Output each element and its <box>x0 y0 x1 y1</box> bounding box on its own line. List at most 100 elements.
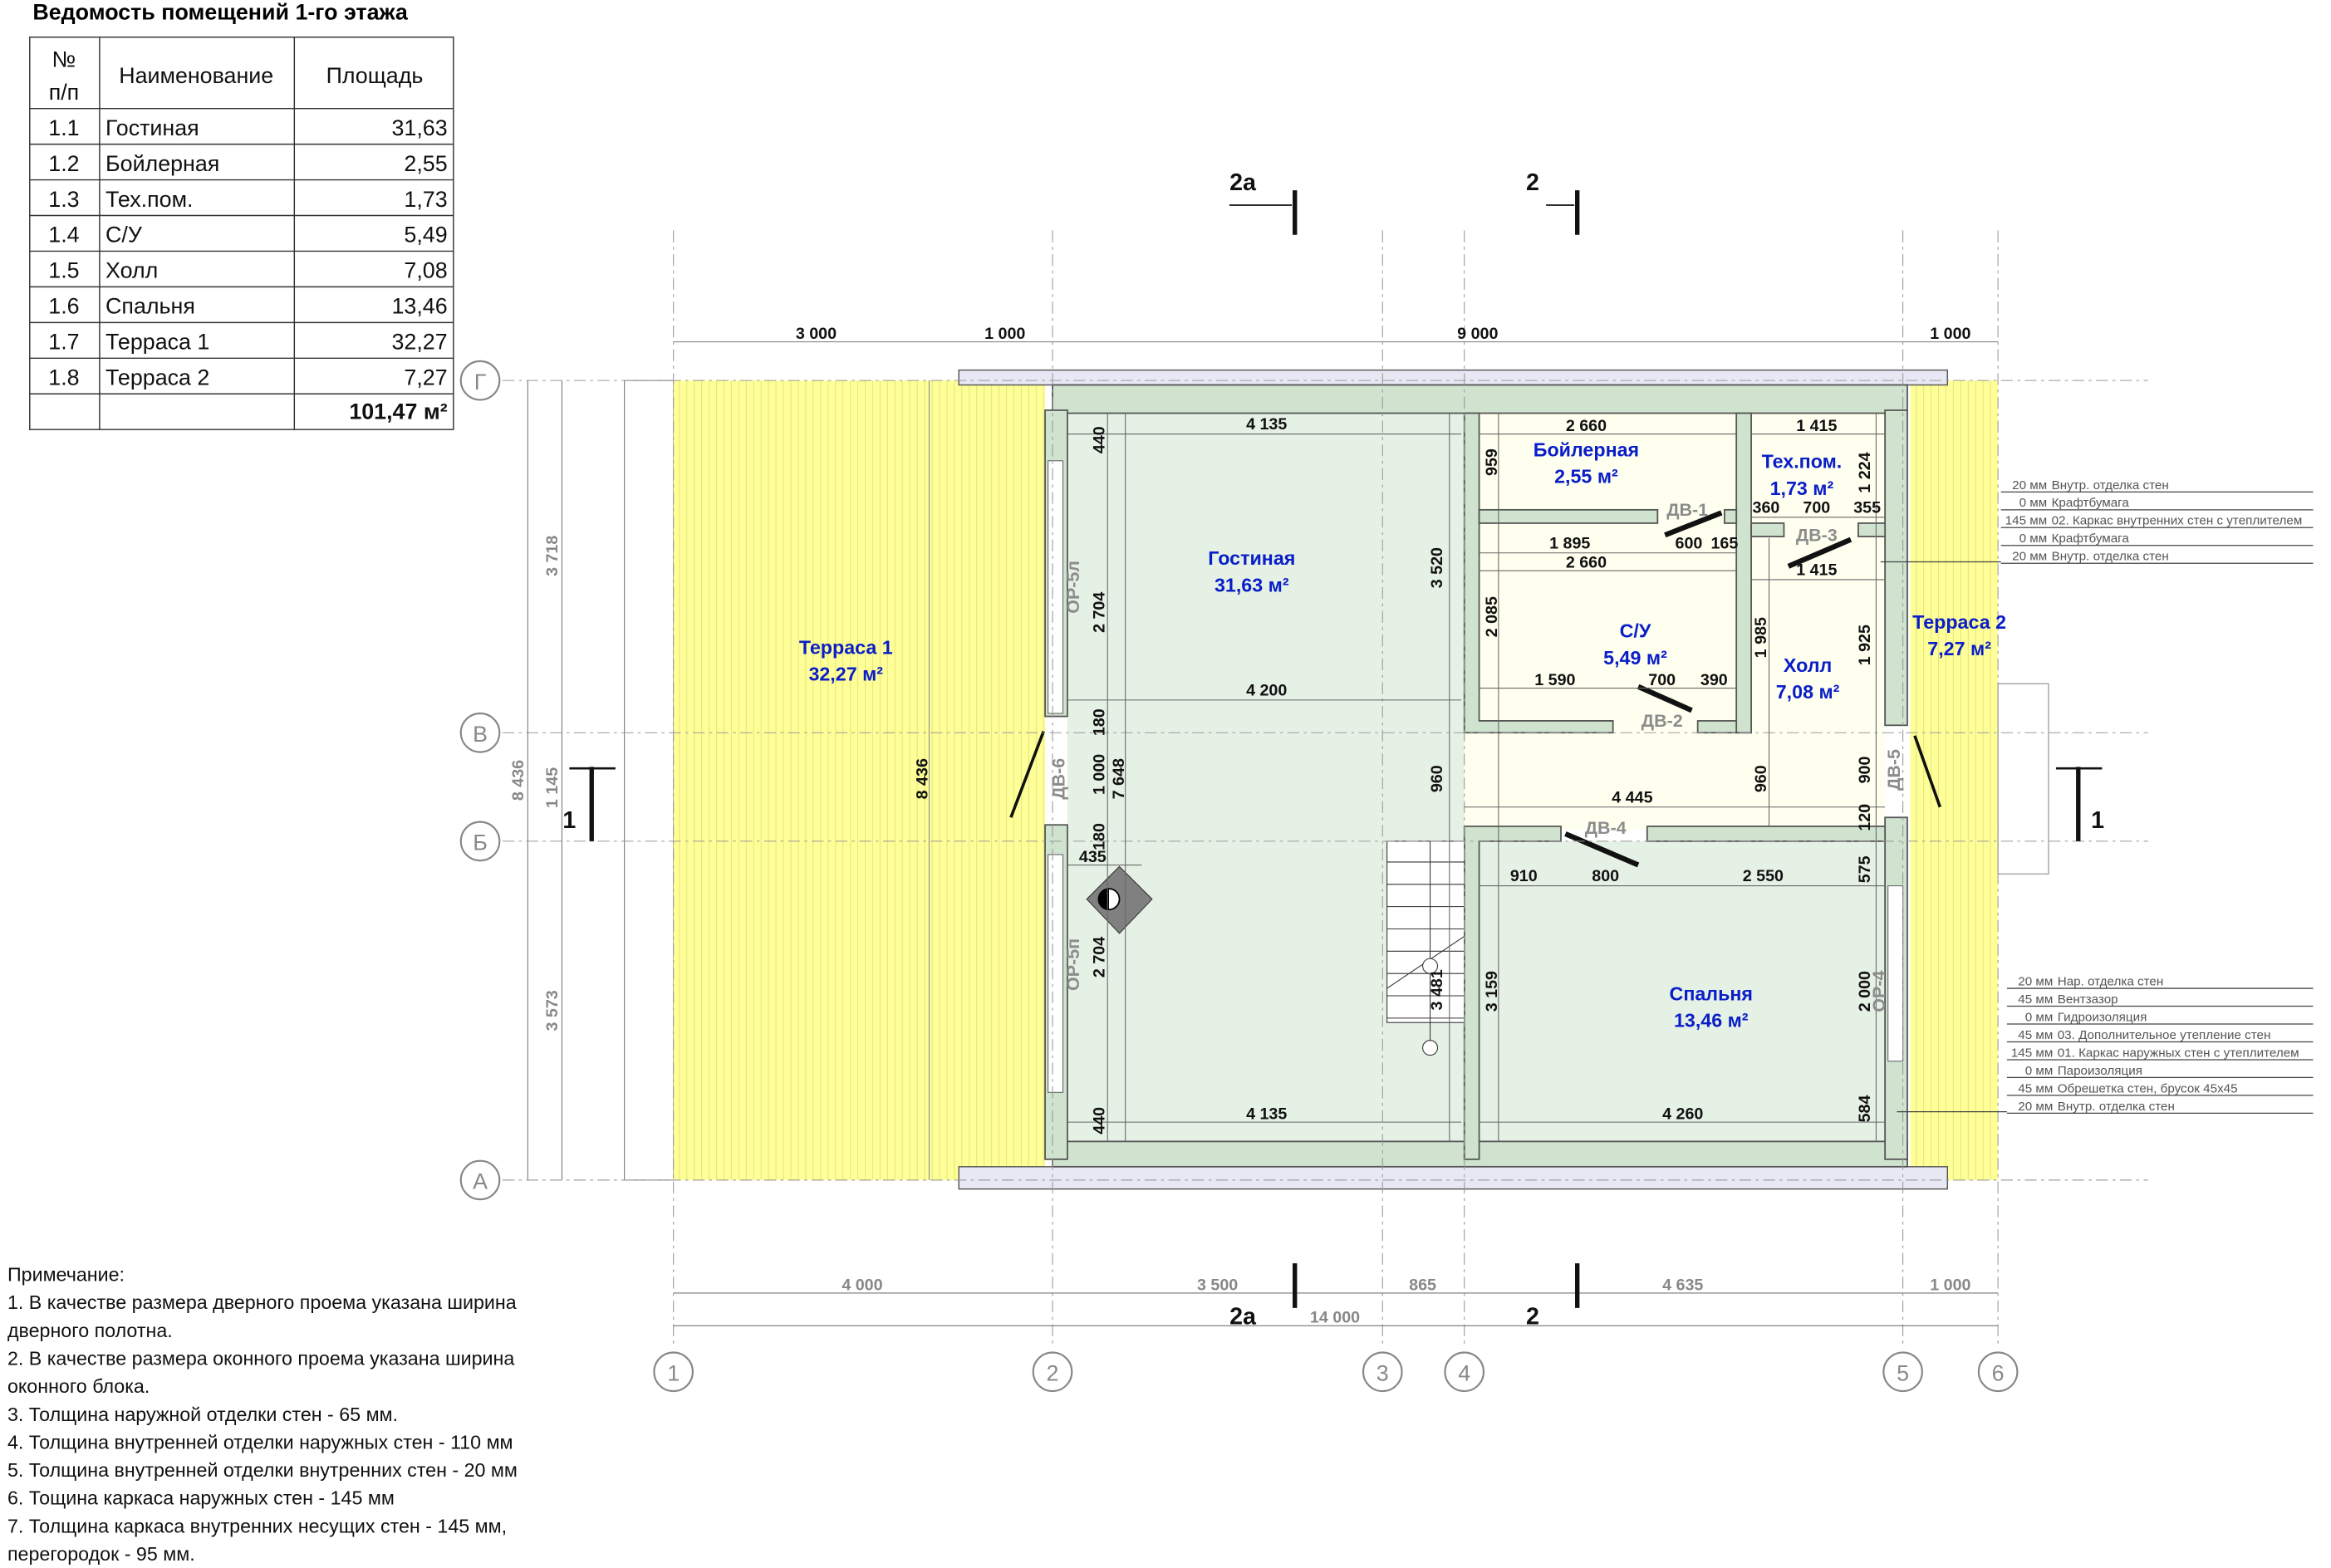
note-line: 6. Тощина каркаса наружных стен - 145 мм <box>7 1487 395 1509</box>
door-swings <box>1009 510 1942 868</box>
axis-marker-6: 6 <box>1977 1351 2019 1393</box>
opening-tag: ДВ-4 <box>1585 818 1627 838</box>
legend-description: Внутр. отделка стен <box>2052 478 2169 492</box>
dim-inner-v: 960 <box>1428 765 1446 792</box>
legend-thickness: 45 мм <box>2018 1028 2053 1042</box>
note-line: 2. В качестве размера оконного проема ук… <box>7 1348 514 1370</box>
dim-bottom-4: 1 000 <box>1930 1276 1970 1294</box>
opening-tag: ДВ-5 <box>1884 749 1904 791</box>
opening-tag: ДВ-1 <box>1666 500 1708 520</box>
row-num: 1.3 <box>48 187 79 212</box>
terrace1-area <box>673 380 1046 1180</box>
dim-inner-h: 390 <box>1700 671 1728 689</box>
schedule-title: Ведомость помещений 1-го этажа <box>32 0 408 24</box>
legend-description: 02. Каркас внутренних стен с утеплителем <box>2052 514 2303 528</box>
row-area: 13,46 <box>392 294 448 319</box>
axis-label: А <box>473 1169 488 1194</box>
legend-description: Крафтбумага <box>2052 496 2130 510</box>
dim-inner-h: 600 <box>1676 534 1703 552</box>
axis-marker-В: В <box>459 712 501 753</box>
legend-thickness: 0 мм <box>2019 496 2048 510</box>
dim-inner-v: 180 <box>1091 823 1109 850</box>
row-num: 1.5 <box>48 258 79 283</box>
dim-inner-v: 440 <box>1091 1107 1109 1134</box>
notes-heading: Примечание: <box>7 1264 125 1286</box>
section-2-top: 2 <box>1526 169 1539 196</box>
section-1-right: 1 <box>2091 807 2104 834</box>
axis-label: 1 <box>667 1361 680 1386</box>
row-num: 1.6 <box>48 294 79 319</box>
row-num: 1.1 <box>48 115 79 140</box>
row-area: 32,27 <box>392 330 448 355</box>
section-2a-top: 2а <box>1229 169 1257 196</box>
legend-description: Нар. отделка стен <box>2058 974 2164 988</box>
row-area: 31,63 <box>392 115 448 140</box>
header-name: Наименование <box>119 63 273 88</box>
legend-thickness: 20 мм <box>2018 974 2053 988</box>
axis-label: 5 <box>1897 1361 1909 1386</box>
axis-label: 3 <box>1377 1361 1389 1386</box>
note-line: 7. Толщина каркаса внутренних несущих ст… <box>7 1515 507 1536</box>
dim-top-2: 9 000 <box>1457 325 1498 343</box>
opening-tag: ДВ-2 <box>1642 711 1683 731</box>
note-line: оконного блока. <box>7 1375 150 1397</box>
dim-inner-v: 3 159 <box>1483 971 1501 1012</box>
legend-thickness: 0 мм <box>2025 1064 2054 1078</box>
room-schedule: Ведомость помещений 1-го этажа № п/п Наи… <box>29 0 454 430</box>
room-bedroom-area: 13,46 м² <box>1674 1010 1749 1031</box>
row-name: Спальня <box>106 294 195 319</box>
dim-inner-v: 1 925 <box>1856 625 1874 665</box>
header-num: № <box>52 47 76 72</box>
legend-description: 01. Каркас наружных стен с утеплителем <box>2058 1046 2299 1060</box>
room-living-name: Гостиная <box>1208 547 1295 569</box>
dim-inner-h: 1 415 <box>1796 561 1837 580</box>
note-line: дверного полотна. <box>7 1320 173 1341</box>
opening-tag: ДВ-6 <box>1048 758 1068 800</box>
dim-inner-v: 900 <box>1856 757 1874 784</box>
row-name: Бойлерная <box>106 151 219 176</box>
room-terrace2-name: Терраса 2 <box>1912 611 2006 633</box>
legend-thickness: 0 мм <box>2019 532 2048 546</box>
row-area: 7,08 <box>404 258 447 283</box>
note-line: 3. Толщина наружной отделки стен - 65 мм… <box>7 1404 398 1425</box>
axis-marker-Г: Г <box>459 360 501 401</box>
room-boiler-area: 2,55 м² <box>1554 466 1618 488</box>
axis-marker-1: 1 <box>653 1351 694 1393</box>
dim-inner-h: 355 <box>1853 498 1881 517</box>
legend-description: Вентзазор <box>2058 992 2118 1007</box>
legend-description: Крафтбумага <box>2052 532 2130 546</box>
legend-description: Гидроизоляция <box>2058 1010 2147 1024</box>
room-terrace2-area: 7,27 м² <box>1927 638 1991 659</box>
dim-inner-h: 700 <box>1648 671 1676 689</box>
dim-inner-v: 120 <box>1856 804 1874 831</box>
note-line: 4. Толщина внутренней отделки наружных с… <box>7 1431 513 1453</box>
opening-tag: ОР-5п <box>1063 938 1083 991</box>
row-name: С/У <box>106 223 143 247</box>
axis-label: 4 <box>1458 1361 1470 1386</box>
dim-inner-h: 4 135 <box>1246 415 1287 434</box>
dim-inner-v: 2 704 <box>1091 937 1109 978</box>
room-bedroom-name: Спальня <box>1670 982 1753 1004</box>
row-num: 1.4 <box>48 223 79 247</box>
dim-inner-v: 1 224 <box>1856 452 1874 492</box>
dim-inner-h: 1 895 <box>1549 534 1590 552</box>
dim-inner-h: 700 <box>1803 498 1830 517</box>
note-line: 1. В качестве размера дверного проема ук… <box>7 1291 517 1313</box>
dim-inner-h: 165 <box>1710 534 1738 552</box>
room-terrace1-area: 32,27 м² <box>808 664 883 685</box>
room-wc-name: С/У <box>1620 620 1651 642</box>
terrace1-edge <box>624 380 675 1181</box>
dim-inner-v: 575 <box>1856 855 1874 883</box>
axis-label: Б <box>473 831 488 855</box>
room-terrace1-name: Терраса 1 <box>799 636 893 658</box>
dim-inner-v: 959 <box>1483 448 1501 476</box>
axis-label: 6 <box>1992 1361 2005 1386</box>
row-area: 1,73 <box>404 187 447 212</box>
legend-thickness: 145 мм <box>2005 514 2048 528</box>
room-boiler-name: Бойлерная <box>1534 439 1639 460</box>
dim-inner-v: 2 085 <box>1483 596 1501 637</box>
row-name: Холл <box>106 258 158 283</box>
